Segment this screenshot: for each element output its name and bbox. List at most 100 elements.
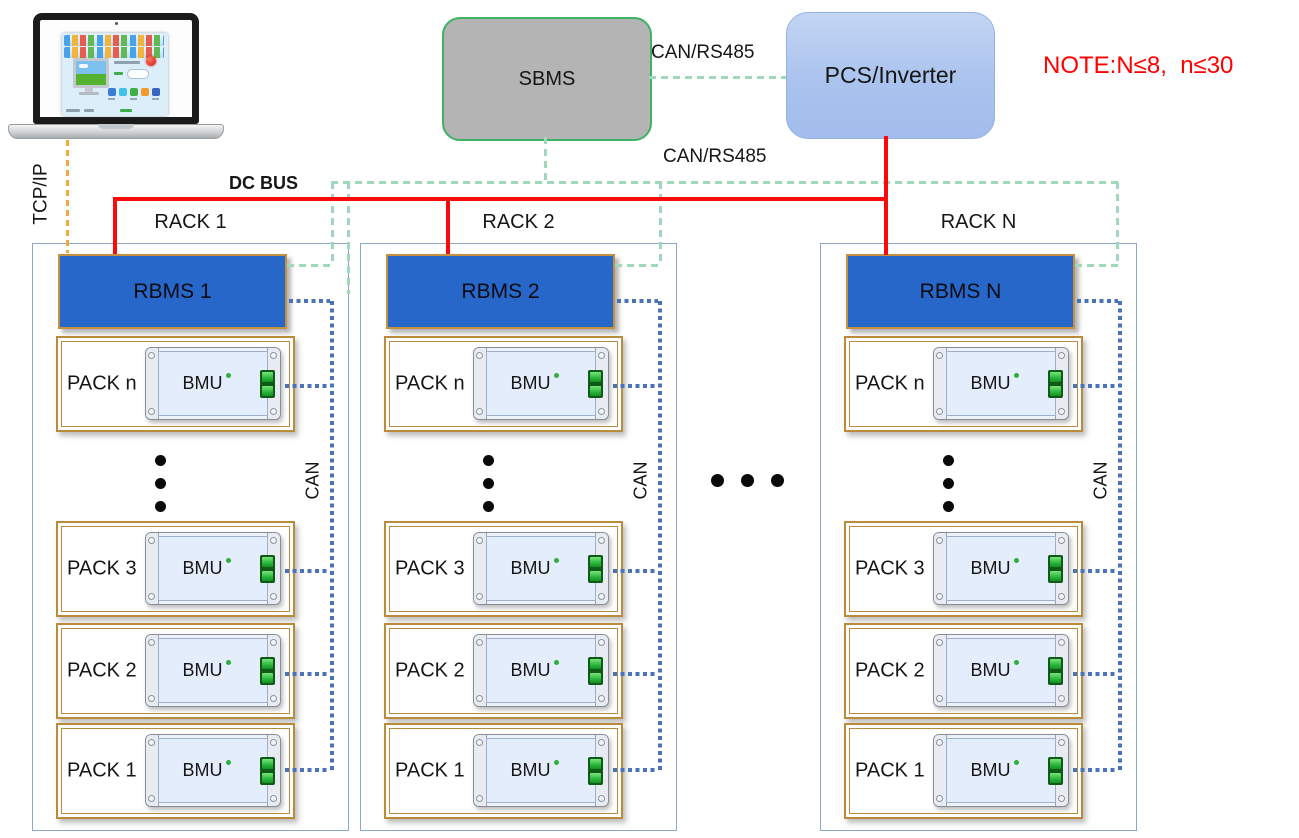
bmu-can-stub xyxy=(1073,768,1118,772)
bmu-label: BMU xyxy=(182,660,223,680)
can-bus-line xyxy=(330,301,334,771)
pack-box: PACK 2 BMU xyxy=(844,623,1083,719)
dot xyxy=(741,474,754,487)
note-text: NOTE:N≤8, n≤30 xyxy=(1043,52,1234,79)
rbms-box: RBMS 1 xyxy=(58,254,287,329)
bmu-label: BMU xyxy=(510,558,551,578)
bmu-can-stub xyxy=(285,569,330,573)
shortcut-icon xyxy=(108,88,116,96)
bmu-status-led-icon xyxy=(553,760,559,765)
rbms-box: RBMS 2 xyxy=(386,254,615,329)
bmu-label: BMU xyxy=(510,373,551,393)
bmu-module: BMU xyxy=(473,347,609,420)
can-rs485-bus-line xyxy=(331,181,1118,184)
shortcut-icon xyxy=(130,88,138,96)
rack-title: RACK 2 xyxy=(482,211,555,233)
app-toolbar-row xyxy=(64,47,164,58)
bmu-can-stub xyxy=(285,384,330,388)
dot xyxy=(943,455,954,466)
pack-box: PACK 3 BMU xyxy=(384,521,623,617)
bmu-can-stub xyxy=(1073,672,1118,676)
dot xyxy=(483,501,494,512)
bmu-status-led-icon xyxy=(225,373,231,378)
bmu-can-stub xyxy=(1073,384,1118,388)
bmu-status-led-icon xyxy=(553,558,559,563)
dc-bus-drop-pcs-rackn xyxy=(884,136,888,255)
rbms-label: RBMS N xyxy=(919,279,1002,303)
bmu-label: BMU xyxy=(182,760,223,780)
tcpip-line xyxy=(66,140,69,253)
bmu-label: BMU xyxy=(182,558,223,578)
dot xyxy=(771,474,784,487)
dot xyxy=(155,501,166,512)
bmu-terminal-icon xyxy=(1048,369,1063,398)
can-label: CAN xyxy=(630,460,651,500)
bmu-module: BMU xyxy=(473,532,609,605)
bmu-can-stub xyxy=(613,569,658,573)
pack-inner-frame xyxy=(61,628,290,714)
bmu-status-led-icon xyxy=(225,760,231,765)
bmu-terminal-icon xyxy=(588,369,603,398)
can-bus-line xyxy=(658,301,662,771)
bmu-status-led-icon xyxy=(225,558,231,563)
shortcut-icon xyxy=(119,88,127,96)
pack-label: PACK 2 xyxy=(67,659,137,682)
bmu-status-led-icon xyxy=(1013,558,1019,563)
pack-label: PACK n xyxy=(67,372,137,395)
bmu-panel: BMU xyxy=(158,536,268,601)
pack-inner-frame xyxy=(389,628,618,714)
rs485-elbow-rackn xyxy=(1075,264,1118,267)
rs485-drop-rackn xyxy=(1116,182,1119,266)
dot xyxy=(155,478,166,489)
pcs-inverter-box: PCS/Inverter xyxy=(786,12,995,139)
can-rs485-bus-label: CAN/RS485 xyxy=(663,146,767,167)
bmu-can-stub xyxy=(613,768,658,772)
monitor-stand xyxy=(85,88,93,92)
sbms-box: SBMS xyxy=(442,17,652,141)
can-label: CAN xyxy=(1090,460,1111,500)
pack-label: PACK 1 xyxy=(855,759,925,782)
bmu-panel: BMU xyxy=(486,351,596,416)
bmu-panel: BMU xyxy=(158,351,268,416)
bmu-can-stub xyxy=(613,672,658,676)
pack-box: PACK 2 BMU xyxy=(384,623,623,719)
bmu-terminal-icon xyxy=(260,656,275,685)
pack-inner-frame xyxy=(849,628,1078,714)
bmu-can-stub xyxy=(285,768,330,772)
bmu-terminal-icon xyxy=(260,756,275,785)
bmu-status-led-icon xyxy=(1013,660,1019,665)
pack-box: PACK 1 BMU xyxy=(56,723,295,819)
bmu-can-stub xyxy=(285,672,330,676)
pcs-inverter-label: PCS/Inverter xyxy=(824,62,957,88)
pack-box: PACK n BMU xyxy=(844,336,1083,432)
dot xyxy=(483,478,494,489)
dc-bus-drop-rack1 xyxy=(113,199,117,254)
bmu-panel: BMU xyxy=(158,638,268,703)
bmu-panel: BMU xyxy=(158,738,268,803)
bmu-label: BMU xyxy=(182,373,223,393)
rbms-label: RBMS 1 xyxy=(133,279,212,303)
status-text-decor xyxy=(84,109,94,112)
rack-n: RACK N RBMS N CAN PACK n BMU xyxy=(820,211,1137,831)
bmu-terminal-icon xyxy=(260,369,275,398)
pack-box: PACK 2 BMU xyxy=(56,623,295,719)
pack-box: PACK n BMU xyxy=(384,336,623,432)
dot xyxy=(943,478,954,489)
bmu-label: BMU xyxy=(970,660,1011,680)
rack-2: RACK 2 RBMS 2 CAN PACK n BMU xyxy=(360,211,677,831)
bmu-module: BMU xyxy=(473,634,609,707)
sbms-pcs-line xyxy=(649,76,786,79)
wallpaper-thumbnail-icon xyxy=(73,58,109,88)
rbms-can-stub xyxy=(289,299,330,303)
bmu-module: BMU xyxy=(933,634,1069,707)
pack-label: PACK 3 xyxy=(67,557,137,580)
pack-box: PACK 1 BMU xyxy=(844,723,1083,819)
bmu-can-stub xyxy=(1073,569,1118,573)
status-text-decor xyxy=(66,109,80,112)
monitor-foot xyxy=(79,92,99,95)
dot xyxy=(943,501,954,512)
bmu-flange xyxy=(474,735,487,806)
pack-label: PACK n xyxy=(395,372,465,395)
text-line-decor xyxy=(114,61,140,64)
bmu-module: BMU xyxy=(145,532,281,605)
